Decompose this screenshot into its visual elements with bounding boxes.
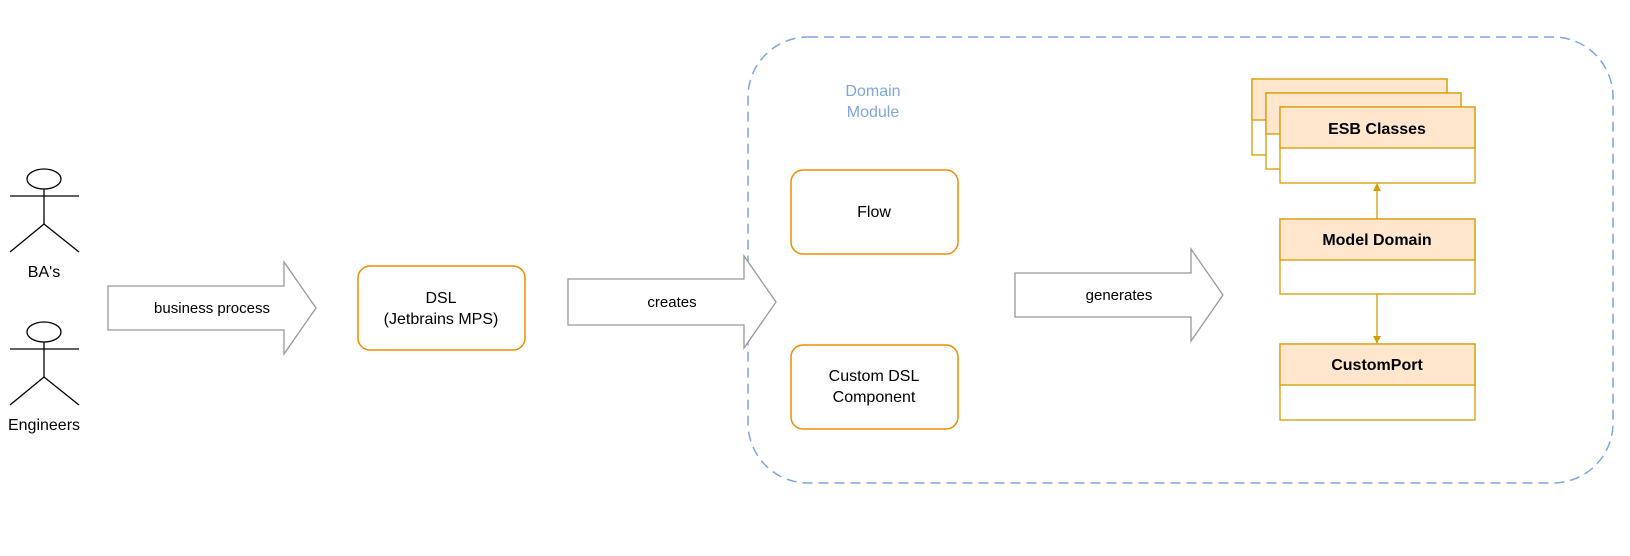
- engineers-actor-figure: [9, 321, 80, 406]
- flow-box: [790, 169, 959, 255]
- esb-classes-label: ESB Classes: [1328, 121, 1426, 138]
- custom-dsl-component-box: [790, 344, 959, 430]
- customport-class: [1279, 343, 1476, 421]
- model-domain-label: Model Domain: [1322, 232, 1431, 249]
- engineers-actor-label: Engineers: [8, 417, 80, 434]
- domain-module-container: [747, 36, 1614, 484]
- creates-arrow: [567, 253, 777, 351]
- model-domain-class: [1279, 218, 1476, 295]
- domain-module-title-line1: Domain: [845, 83, 900, 100]
- esb-classes-stack: [1251, 78, 1476, 184]
- ba-actor-figure: [9, 168, 80, 253]
- dsl-title: DSL: [425, 290, 456, 307]
- generates-arrow: [1014, 246, 1224, 344]
- business-process-arrow: [107, 259, 317, 357]
- creates-label: creates: [647, 294, 696, 311]
- flow-label: Flow: [857, 204, 891, 221]
- customport-label: CustomPort: [1331, 357, 1423, 374]
- custom-dsl-component-line2: Component: [833, 389, 916, 406]
- custom-dsl-component-line1: Custom DSL: [829, 368, 920, 385]
- dsl-subtitle: (Jetbrains MPS): [384, 311, 499, 328]
- generates-label: generates: [1086, 287, 1153, 304]
- dsl-box: [357, 265, 526, 351]
- domain-module-title-line2: Module: [847, 104, 900, 121]
- ba-actor-label: BA's: [28, 264, 60, 281]
- business-process-label: business process: [154, 300, 270, 317]
